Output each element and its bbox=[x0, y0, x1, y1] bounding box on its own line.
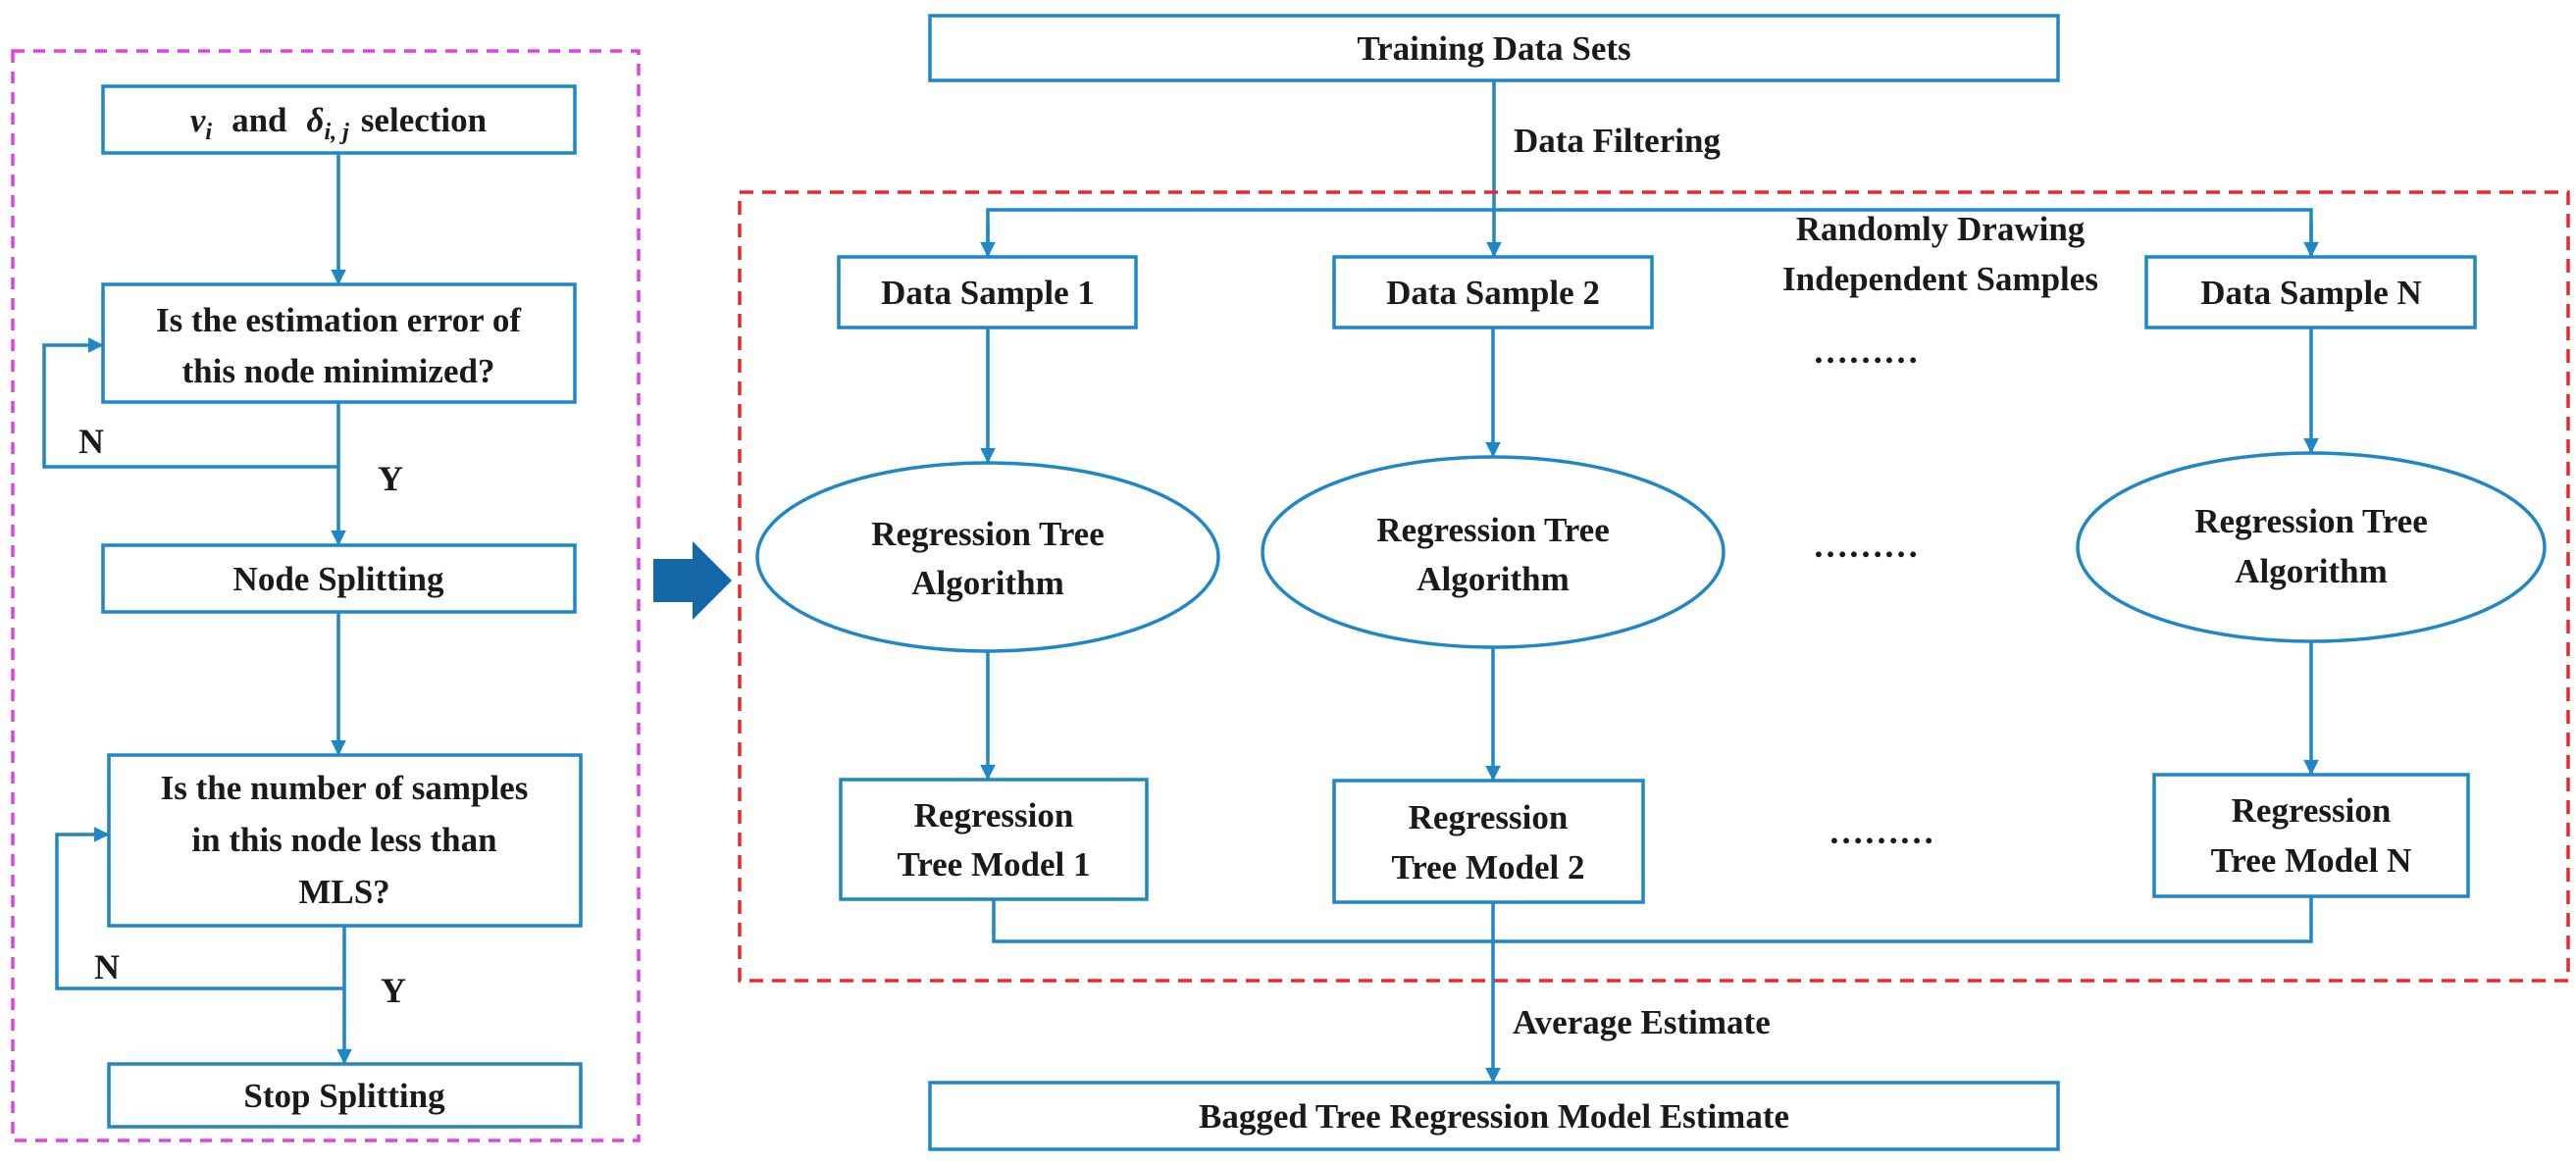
model-1-line1: Regression bbox=[914, 796, 1074, 835]
error-check-line2: this node minimized? bbox=[182, 352, 495, 390]
data-sample-n-box bbox=[2144, 255, 2477, 329]
final-estimate-box bbox=[928, 1081, 2060, 1151]
training-data-box bbox=[928, 14, 2060, 82]
model-n-line2: Tree Model N bbox=[2211, 841, 2412, 880]
model-1-line2: Tree Model 1 bbox=[898, 845, 1091, 884]
ellipsis-algorithms: ……… bbox=[1813, 526, 1919, 565]
ellipsis-models: ……… bbox=[1829, 812, 1934, 851]
error-check-no-label: N bbox=[78, 422, 104, 461]
model-2-line2: Tree Model 2 bbox=[1392, 848, 1585, 886]
model-n-box bbox=[2152, 773, 2470, 898]
error-minimized-check-box bbox=[101, 282, 577, 404]
samples-check-no-loop bbox=[55, 827, 344, 990]
algorithm-n-line1: Regression Tree bbox=[2194, 502, 2428, 540]
error-check-no-loop bbox=[42, 337, 338, 469]
node-splitting-label: Node Splitting bbox=[233, 560, 444, 598]
algorithm-n-line2: Algorithm bbox=[2235, 552, 2388, 590]
model-2-box bbox=[1332, 779, 1645, 904]
samples-check-line2: in this node less than bbox=[191, 821, 496, 859]
algorithm-2-line1: Regression Tree bbox=[1376, 511, 1610, 549]
ensemble-frame bbox=[738, 190, 2570, 983]
algorithm-2-ellipse bbox=[1261, 455, 1726, 649]
distribution-line bbox=[986, 208, 2313, 257]
random-draw-line1: Randomly Drawing bbox=[1796, 210, 2086, 248]
splitting-procedure-frame bbox=[11, 49, 641, 1142]
samples-check-yes-label: Y bbox=[381, 971, 406, 1010]
model-n-line1: Regression bbox=[2232, 791, 2392, 830]
ellipsis-samples: ……… bbox=[1813, 331, 1919, 371]
samples-less-than-mls-check-box bbox=[107, 753, 583, 928]
samples-check-line1: Is the number of samples bbox=[161, 769, 529, 807]
data-sample-1-box bbox=[837, 255, 1138, 329]
error-check-yes-label: Y bbox=[378, 459, 403, 498]
stop-splitting-label: Stop Splitting bbox=[243, 1077, 445, 1115]
model-1-box bbox=[839, 778, 1149, 901]
training-data-label: Training Data Sets bbox=[1357, 29, 1630, 68]
data-sample-1-label: Data Sample 1 bbox=[881, 274, 1095, 312]
model-2-line1: Regression bbox=[1409, 798, 1569, 836]
algorithm-1-line2: Algorithm bbox=[911, 564, 1064, 602]
data-sample-2-label: Data Sample 2 bbox=[1386, 274, 1600, 312]
algorithm-n-ellipse bbox=[2076, 451, 2547, 643]
connector-arrow-icon bbox=[653, 541, 732, 620]
random-draw-line2: Independent Samples bbox=[1782, 260, 2098, 298]
algorithm-2-line2: Algorithm bbox=[1417, 560, 1570, 598]
algorithm-1-line1: Regression Tree bbox=[871, 515, 1105, 553]
aggregation-line bbox=[992, 896, 2313, 943]
final-estimate-label: Bagged Tree Regression Model Estimate bbox=[1199, 1097, 1789, 1136]
algorithm-1-ellipse bbox=[755, 461, 1220, 653]
average-estimate-label: Average Estimate bbox=[1513, 1003, 1771, 1041]
samples-check-no-label: N bbox=[94, 947, 120, 987]
samples-check-line3: MLS? bbox=[298, 873, 389, 911]
stop-splitting-box bbox=[107, 1062, 583, 1129]
data-filtering-label: Data Filtering bbox=[1514, 122, 1721, 160]
error-check-line1: Is the estimation error of bbox=[156, 301, 521, 339]
data-sample-n-label: Data Sample N bbox=[2200, 274, 2422, 312]
